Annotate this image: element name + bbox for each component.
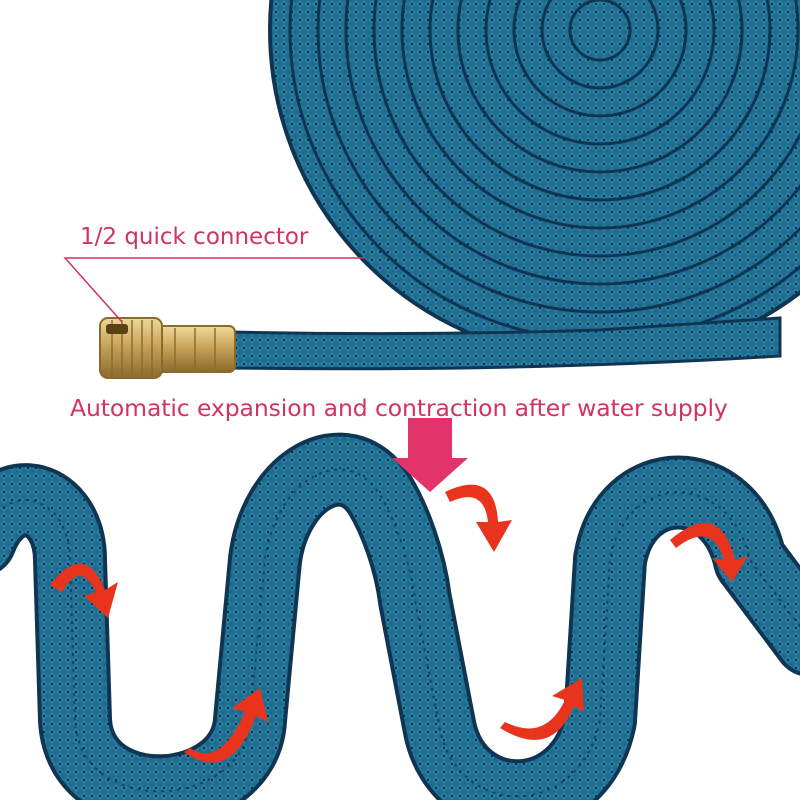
expanded-hose — [0, 432, 800, 800]
curved-arrow-icon — [445, 484, 512, 552]
curved-arrow-icon — [500, 678, 584, 740]
connector-leader-line — [63, 257, 365, 323]
coiled-hose — [268, 0, 800, 362]
curved-arrow-icon — [184, 688, 268, 763]
straight-hose — [228, 316, 782, 371]
connector-label: 1/2 quick connector — [80, 224, 309, 250]
quick-connector — [99, 317, 236, 379]
curved-arrow-icon — [50, 563, 118, 618]
expansion-caption: Automatic expansion and contraction afte… — [70, 394, 728, 422]
down-arrow-icon — [392, 418, 468, 492]
curved-arrow-icon — [670, 523, 748, 582]
